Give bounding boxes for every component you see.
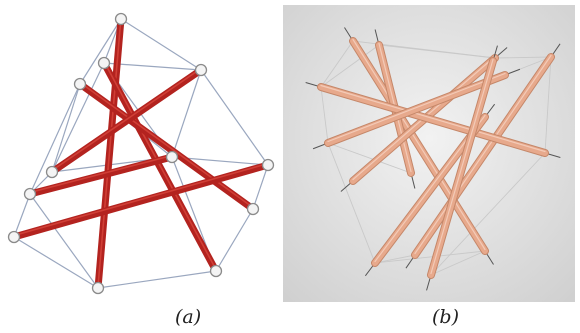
node <box>165 150 179 164</box>
string <box>327 142 376 264</box>
string <box>544 56 552 154</box>
cable <box>29 193 99 289</box>
pencil-group <box>305 27 561 291</box>
string-group <box>320 40 552 276</box>
cable <box>252 164 269 210</box>
cable <box>13 236 99 289</box>
strut-highlight <box>29 154 173 194</box>
cable <box>13 193 31 238</box>
cable <box>171 69 202 158</box>
node <box>23 187 37 201</box>
cable <box>29 83 81 195</box>
strut-highlight <box>79 81 254 209</box>
strut-highlight <box>97 16 122 288</box>
strut <box>10 161 272 241</box>
node <box>114 12 128 26</box>
cable <box>215 208 254 272</box>
node-group <box>7 12 275 295</box>
pencil <box>318 84 548 156</box>
node <box>91 281 105 295</box>
cable <box>97 270 217 289</box>
node <box>209 264 223 278</box>
cable <box>79 18 122 85</box>
string <box>320 86 329 144</box>
string <box>320 40 354 88</box>
string <box>374 254 416 264</box>
string <box>430 250 486 276</box>
node <box>45 165 59 179</box>
tensegrity-photo-panel <box>283 5 575 302</box>
node <box>194 63 208 77</box>
node <box>73 77 87 91</box>
strut <box>48 66 205 176</box>
string <box>378 44 496 59</box>
tensegrity-photo <box>283 5 575 302</box>
string <box>320 44 380 88</box>
strut-highlight <box>51 67 202 172</box>
strut-group <box>10 15 272 292</box>
caption-b: (b) <box>432 306 459 328</box>
cable-group <box>13 18 269 289</box>
pencil-highlight <box>320 84 546 153</box>
cable <box>120 18 202 71</box>
node <box>261 158 275 172</box>
pencil <box>412 54 554 258</box>
tensegrity-rendering <box>7 12 275 295</box>
strut-highlight <box>103 60 217 271</box>
pencil <box>350 38 488 254</box>
node <box>246 202 260 216</box>
tensegrity-rendering-panel <box>0 0 285 305</box>
pencil-highlight <box>430 58 494 275</box>
string <box>374 250 486 264</box>
caption-a: (a) <box>175 306 202 328</box>
node <box>7 230 21 244</box>
pencil-highlight <box>352 38 486 251</box>
cable <box>51 83 81 173</box>
strut <box>26 153 176 198</box>
node <box>97 56 111 70</box>
cable <box>200 69 269 166</box>
pencil-highlight <box>414 54 552 255</box>
cable <box>51 62 105 173</box>
strut <box>76 80 257 213</box>
string <box>494 56 552 59</box>
pencil <box>325 72 508 146</box>
string <box>327 142 412 174</box>
pencil-highlight <box>327 72 506 143</box>
strut-highlight <box>13 162 269 237</box>
string <box>430 152 546 276</box>
